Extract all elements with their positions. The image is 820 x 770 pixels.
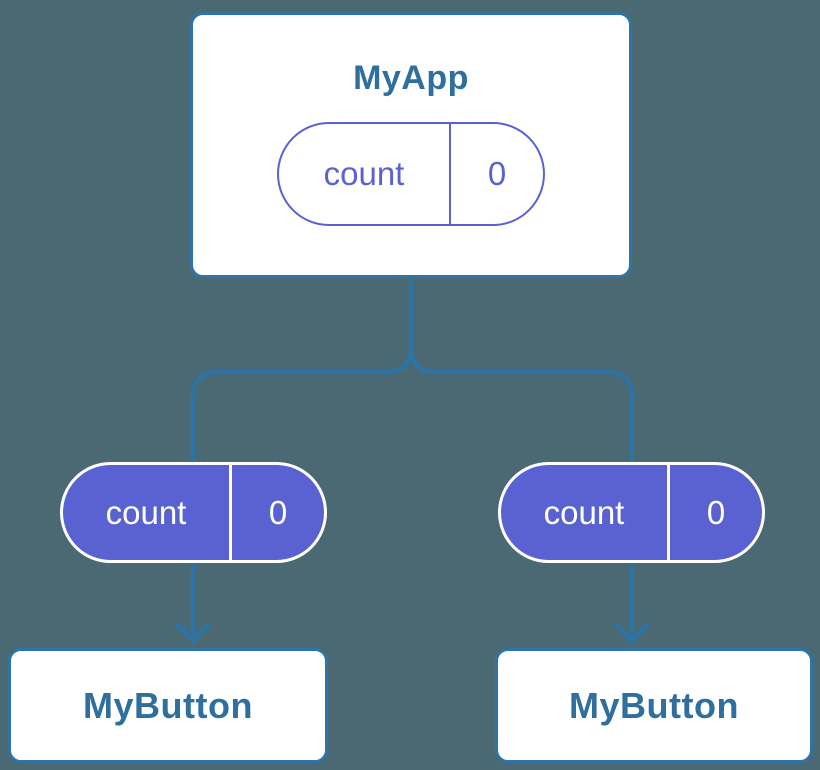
arrowhead-left-icon — [175, 622, 211, 644]
prop-pill-left: count 0 — [60, 462, 327, 563]
prop-pill-right: count 0 — [498, 462, 765, 563]
connector-branch-right — [408, 346, 635, 640]
mybutton-left-node-title: MyButton — [83, 684, 253, 726]
prop-pill-left-value: 0 — [268, 493, 288, 531]
component-node-mybutton-right: MyButton — [495, 648, 813, 763]
state-pill-label: count — [279, 124, 451, 224]
mybutton-right-node-title: MyButton — [569, 684, 739, 726]
state-pill: count 0 — [277, 122, 545, 226]
prop-pill-right-label: count — [501, 465, 670, 560]
arrowhead-right-icon — [614, 622, 650, 644]
state-pill-value: 0 — [487, 155, 507, 192]
myapp-node-title: MyApp — [353, 59, 469, 97]
component-node-mybutton-left: MyButton — [8, 648, 328, 763]
prop-pill-left-label: count — [63, 465, 232, 560]
prop-pill-right-value: 0 — [706, 493, 726, 531]
component-node-myapp: MyApp count 0 — [190, 12, 632, 278]
connector-branch-left — [190, 346, 414, 640]
